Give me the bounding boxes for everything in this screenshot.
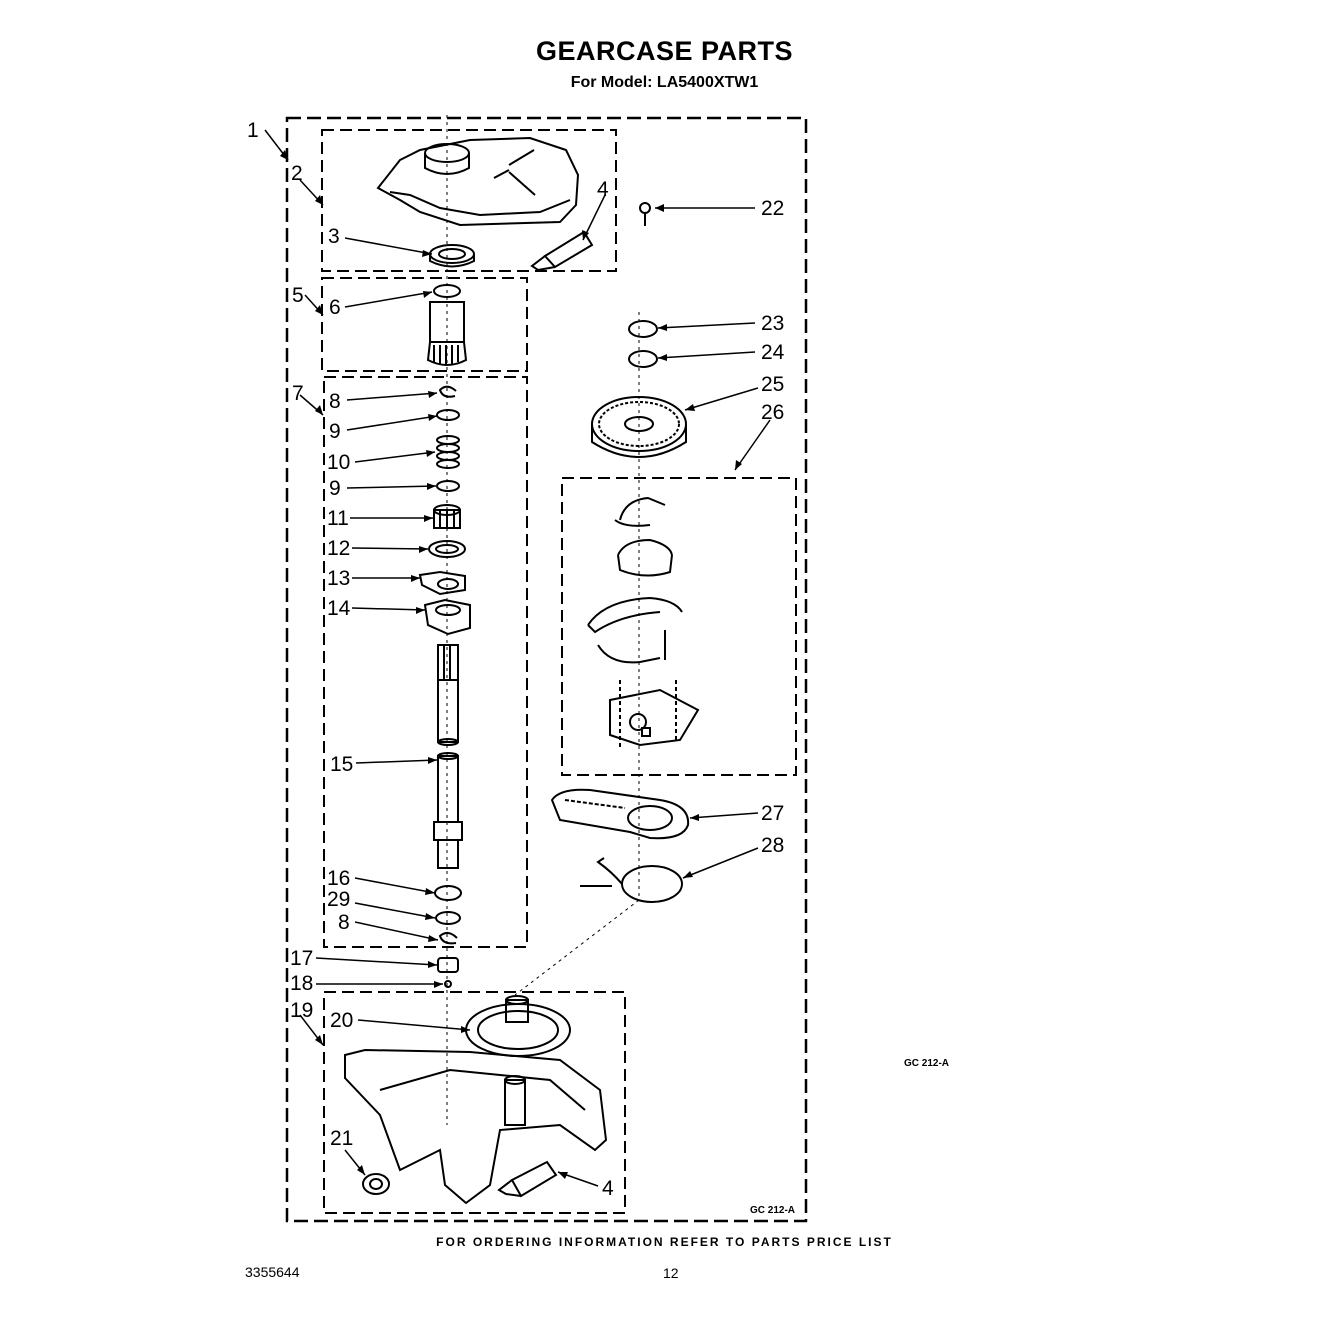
clutch-part xyxy=(423,598,471,636)
callout-14: 14 xyxy=(327,597,351,620)
washer-part xyxy=(628,320,658,338)
grease-tube-part xyxy=(530,230,594,272)
pinion-assembly-box xyxy=(321,277,528,372)
ordering-note: FOR ORDERING INFORMATION REFER TO PARTS … xyxy=(436,1235,893,1249)
retaining-ring-part xyxy=(438,932,458,945)
bushing-part xyxy=(437,957,459,973)
washer-part xyxy=(436,409,460,421)
nut-part xyxy=(362,1173,390,1195)
callout-23: 23 xyxy=(761,312,784,335)
pinion-part xyxy=(426,284,468,366)
callout-8-bottom: 8 xyxy=(338,911,350,934)
callout-28: 28 xyxy=(761,834,784,857)
callout-17: 17 xyxy=(290,947,313,970)
seal-part xyxy=(429,244,475,268)
callout-15: 15 xyxy=(330,753,353,776)
page-number: 12 xyxy=(663,1265,679,1281)
outer-assembly-box xyxy=(285,116,808,1223)
main-drive-gear-part xyxy=(591,396,687,458)
callout-1: 1 xyxy=(247,119,259,142)
callout-12: 12 xyxy=(327,537,350,560)
page-title: GEARCASE PARTS xyxy=(535,36,794,66)
callout-27: 27 xyxy=(761,802,784,825)
callout-8-top: 8 xyxy=(329,390,341,413)
shift-lever-part xyxy=(550,788,690,840)
cam-part xyxy=(418,570,466,596)
callout-24: 24 xyxy=(761,341,785,364)
callout-7: 7 xyxy=(292,382,304,405)
callout-9-top: 9 xyxy=(329,420,341,443)
model-subtitle: For Model: LA5400XTW1 xyxy=(570,74,759,91)
callout-3: 3 xyxy=(328,225,340,248)
callout-11: 11 xyxy=(327,507,349,530)
thrust-washer-part xyxy=(434,885,462,901)
callout-26: 26 xyxy=(761,401,784,424)
callout-20: 20 xyxy=(330,1009,353,1032)
ref-code-inner: GC 212-A xyxy=(750,1205,795,1216)
drive-gear-part xyxy=(465,995,571,1057)
callout-6: 6 xyxy=(329,296,341,319)
agitator-shaft-part xyxy=(433,644,463,869)
callout-4-top: 4 xyxy=(597,178,609,201)
gearcase-cover-part xyxy=(376,136,580,227)
shift-assembly-part xyxy=(587,496,700,750)
callout-18: 18 xyxy=(290,972,313,995)
ball-part xyxy=(444,980,452,988)
shift-assembly-box xyxy=(561,477,797,776)
large-washer-part xyxy=(428,540,466,558)
callout-21: 21 xyxy=(330,1127,353,1150)
gearcase-housing-box xyxy=(323,991,626,1214)
shaft-assembly-box xyxy=(323,376,528,948)
pinion-gear-part xyxy=(433,504,461,529)
washer-part xyxy=(628,350,658,368)
washer-part xyxy=(436,480,460,492)
cover-assembly-box xyxy=(321,129,617,272)
spring-part xyxy=(436,435,460,469)
callout-29: 29 xyxy=(327,888,350,911)
spacer-washer-part xyxy=(435,911,461,925)
screw-part xyxy=(639,202,651,226)
callout-13: 13 xyxy=(327,567,350,590)
callout-10: 10 xyxy=(327,451,350,474)
grease-tube-part xyxy=(497,1160,558,1198)
callout-9-second: 9 xyxy=(329,477,341,500)
doc-number: 3355644 xyxy=(245,1264,300,1280)
spring-clip-part xyxy=(580,857,683,903)
callout-2: 2 xyxy=(291,162,303,185)
ref-code: GC 212-A xyxy=(904,1058,950,1069)
retaining-ring-part xyxy=(438,385,457,398)
gearcase-housing-part xyxy=(344,1048,608,1205)
callout-16: 16 xyxy=(327,867,350,890)
callout-25: 25 xyxy=(761,373,784,396)
callout-4-bottom: 4 xyxy=(602,1177,614,1200)
callout-19: 19 xyxy=(290,999,313,1022)
callout-5: 5 xyxy=(292,284,304,307)
callout-22: 22 xyxy=(761,197,784,220)
